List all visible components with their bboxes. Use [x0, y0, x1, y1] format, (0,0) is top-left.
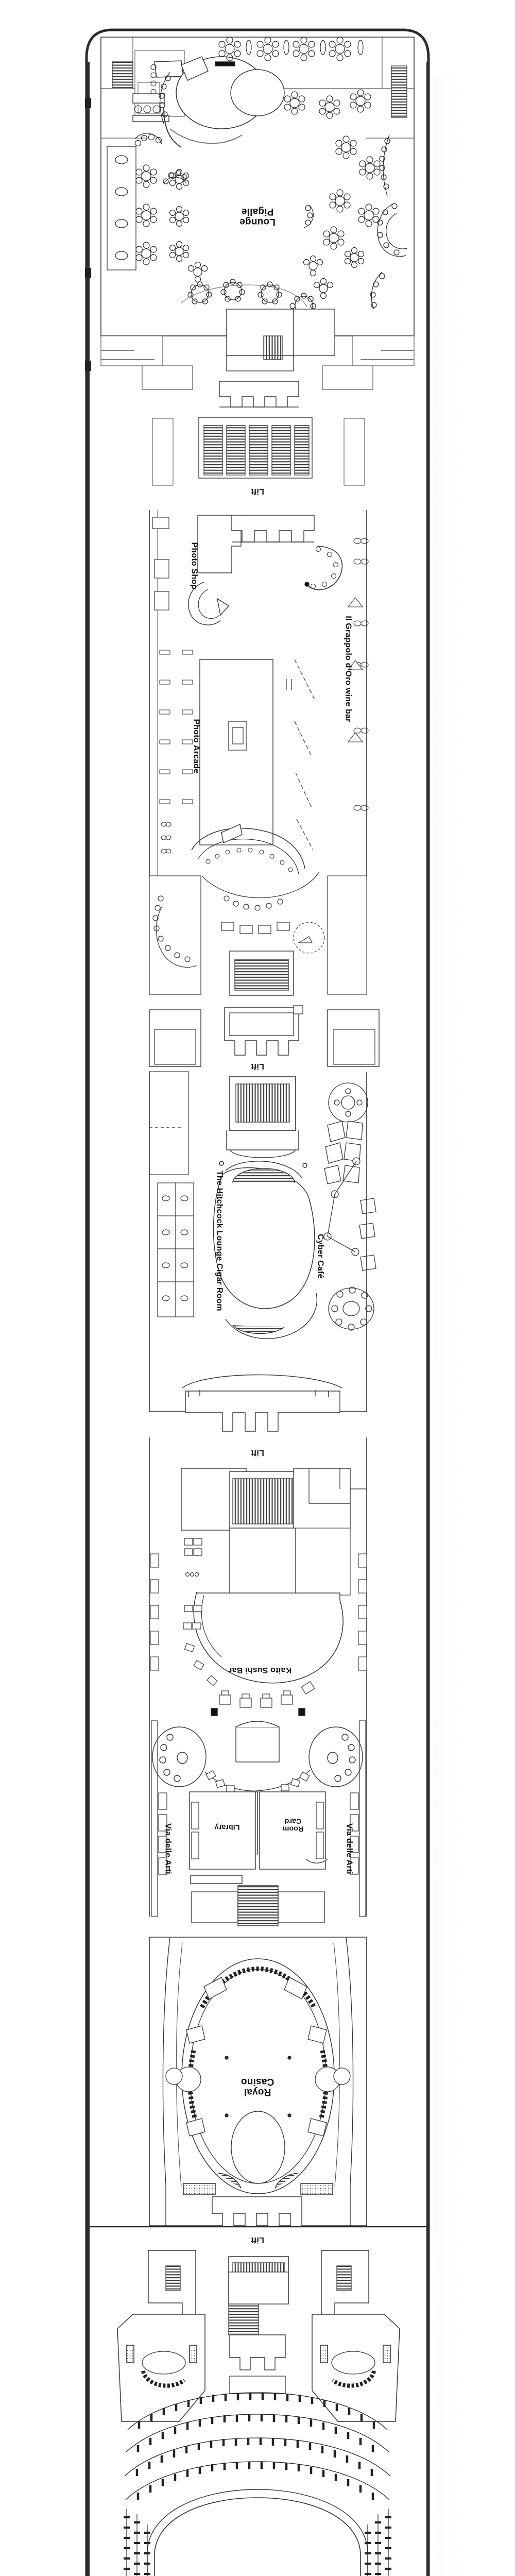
- lift-label-4: Lift: [251, 2235, 264, 2244]
- room-label-via-delle-arti-port: Via delle Arti: [163, 1823, 173, 1874]
- room-label-photo-arcade: Photo Arcade: [192, 719, 201, 774]
- room-label-card-room: Room Card: [270, 1817, 316, 1834]
- lounge-tables: [134, 37, 381, 299]
- casino-line-2: Royal: [244, 2086, 271, 2097]
- room-label-hitchcock-lounge: The Hitchcock Lounge Cigar Room: [215, 1170, 224, 1311]
- lift-label-1: Lift: [251, 486, 264, 496]
- room-label-kaito-sushi-bar: Kaito Sushi Bar: [228, 1665, 292, 1674]
- section-casino-royal: [149, 1937, 367, 2227]
- room-label-wine-bar: Il Grappolo d’Oro wine bar: [344, 616, 353, 722]
- room-label-photo-shop: Photo Shop: [190, 542, 199, 590]
- card-room-line-2: Room: [282, 1825, 304, 1834]
- lift-label-3: Lift: [251, 1448, 264, 1457]
- hull-shadow: [433, 77, 466, 2576]
- section-kaito-sushi: [149, 1437, 367, 1721]
- room-label-pigalle-lounge: Lounge Pigalle: [216, 206, 299, 227]
- casino-line-1: Casino: [241, 2076, 274, 2087]
- room-label-cyber-cafe: Cyber Café: [316, 1234, 325, 1279]
- section-lift-lobby-1: [152, 309, 365, 486]
- pigalle-lounge-line-2: Lounge: [239, 216, 276, 227]
- room-label-library: Library: [214, 1823, 240, 1832]
- section-teatro-carlo-felice: [117, 2250, 400, 2576]
- section-photo-and-wine: [149, 510, 369, 876]
- section-lift-lobby-2: [149, 871, 380, 1158]
- card-room-line-1: Card: [284, 1817, 302, 1826]
- pigalle-lounge-line-1: Pigalle: [241, 206, 274, 217]
- room-label-via-delle-arti-starboard: Via delle Arti: [345, 1823, 354, 1874]
- section-pigalle-lounge: [100, 37, 415, 390]
- section-hitchcock-cyber: [149, 1071, 376, 1432]
- section-library-cardroom: [149, 1720, 367, 1926]
- room-label-casino-royal: Royal Casino: [221, 2076, 294, 2097]
- lift-label-2: Lift: [251, 1061, 264, 1071]
